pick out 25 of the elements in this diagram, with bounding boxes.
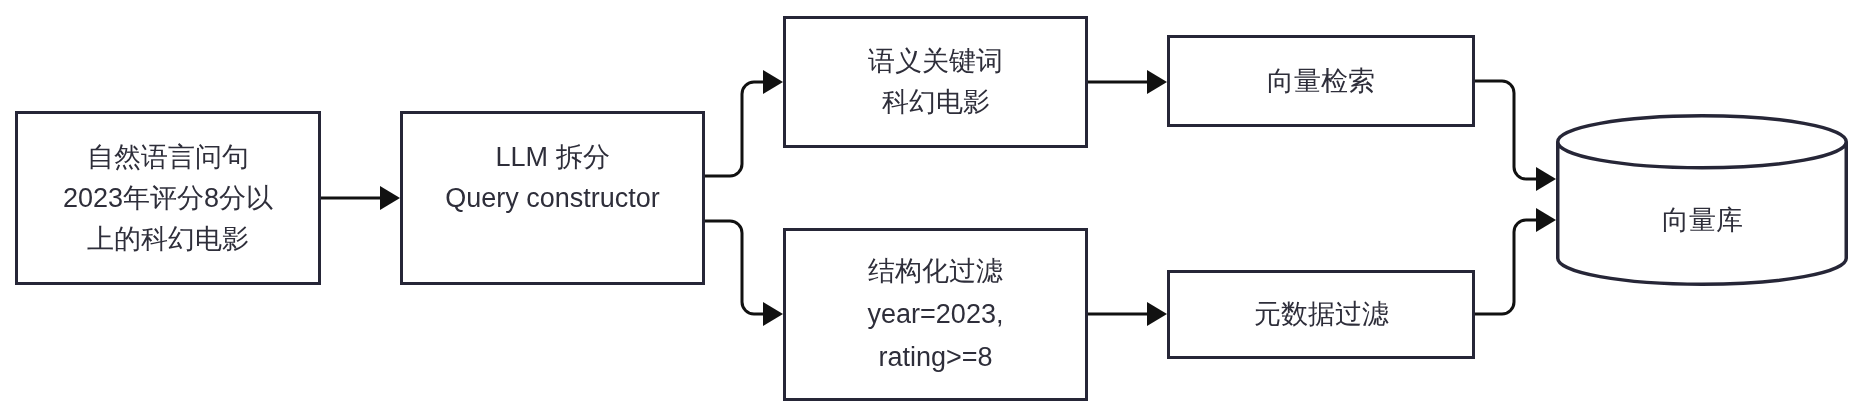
process-box: [15, 111, 321, 285]
node-label: year=2023, rating>=8: [866, 298, 1005, 374]
arrow: [705, 70, 783, 178]
process-box: [783, 228, 1088, 401]
node-label: 语义关键词: [868, 45, 1003, 78]
arrow: [1088, 302, 1167, 326]
process-box: [1167, 270, 1475, 359]
node-label: 科幻电影: [881, 86, 990, 119]
node-label: 自然语言问句: [87, 140, 249, 174]
database-cylinder: [1556, 114, 1848, 286]
process-box: [1167, 35, 1475, 127]
arrow: [1088, 70, 1167, 94]
process-box: [400, 111, 705, 285]
process-box: [783, 16, 1088, 148]
arrow: [1475, 79, 1556, 191]
node-label: LLM 拆分: [495, 140, 610, 174]
arrow: [321, 186, 400, 210]
node-label: 2023年评分8分以上的科幻电影: [61, 181, 275, 256]
node-label: 向量检索: [1267, 64, 1375, 98]
node-label: 元数据过滤: [1253, 298, 1389, 331]
node-label: 向量库: [1661, 203, 1743, 237]
node-label: Query constructor: [445, 181, 660, 215]
arrow: [705, 219, 783, 326]
arrow: [1475, 208, 1556, 316]
node-label: 结构化过滤: [868, 255, 1003, 288]
